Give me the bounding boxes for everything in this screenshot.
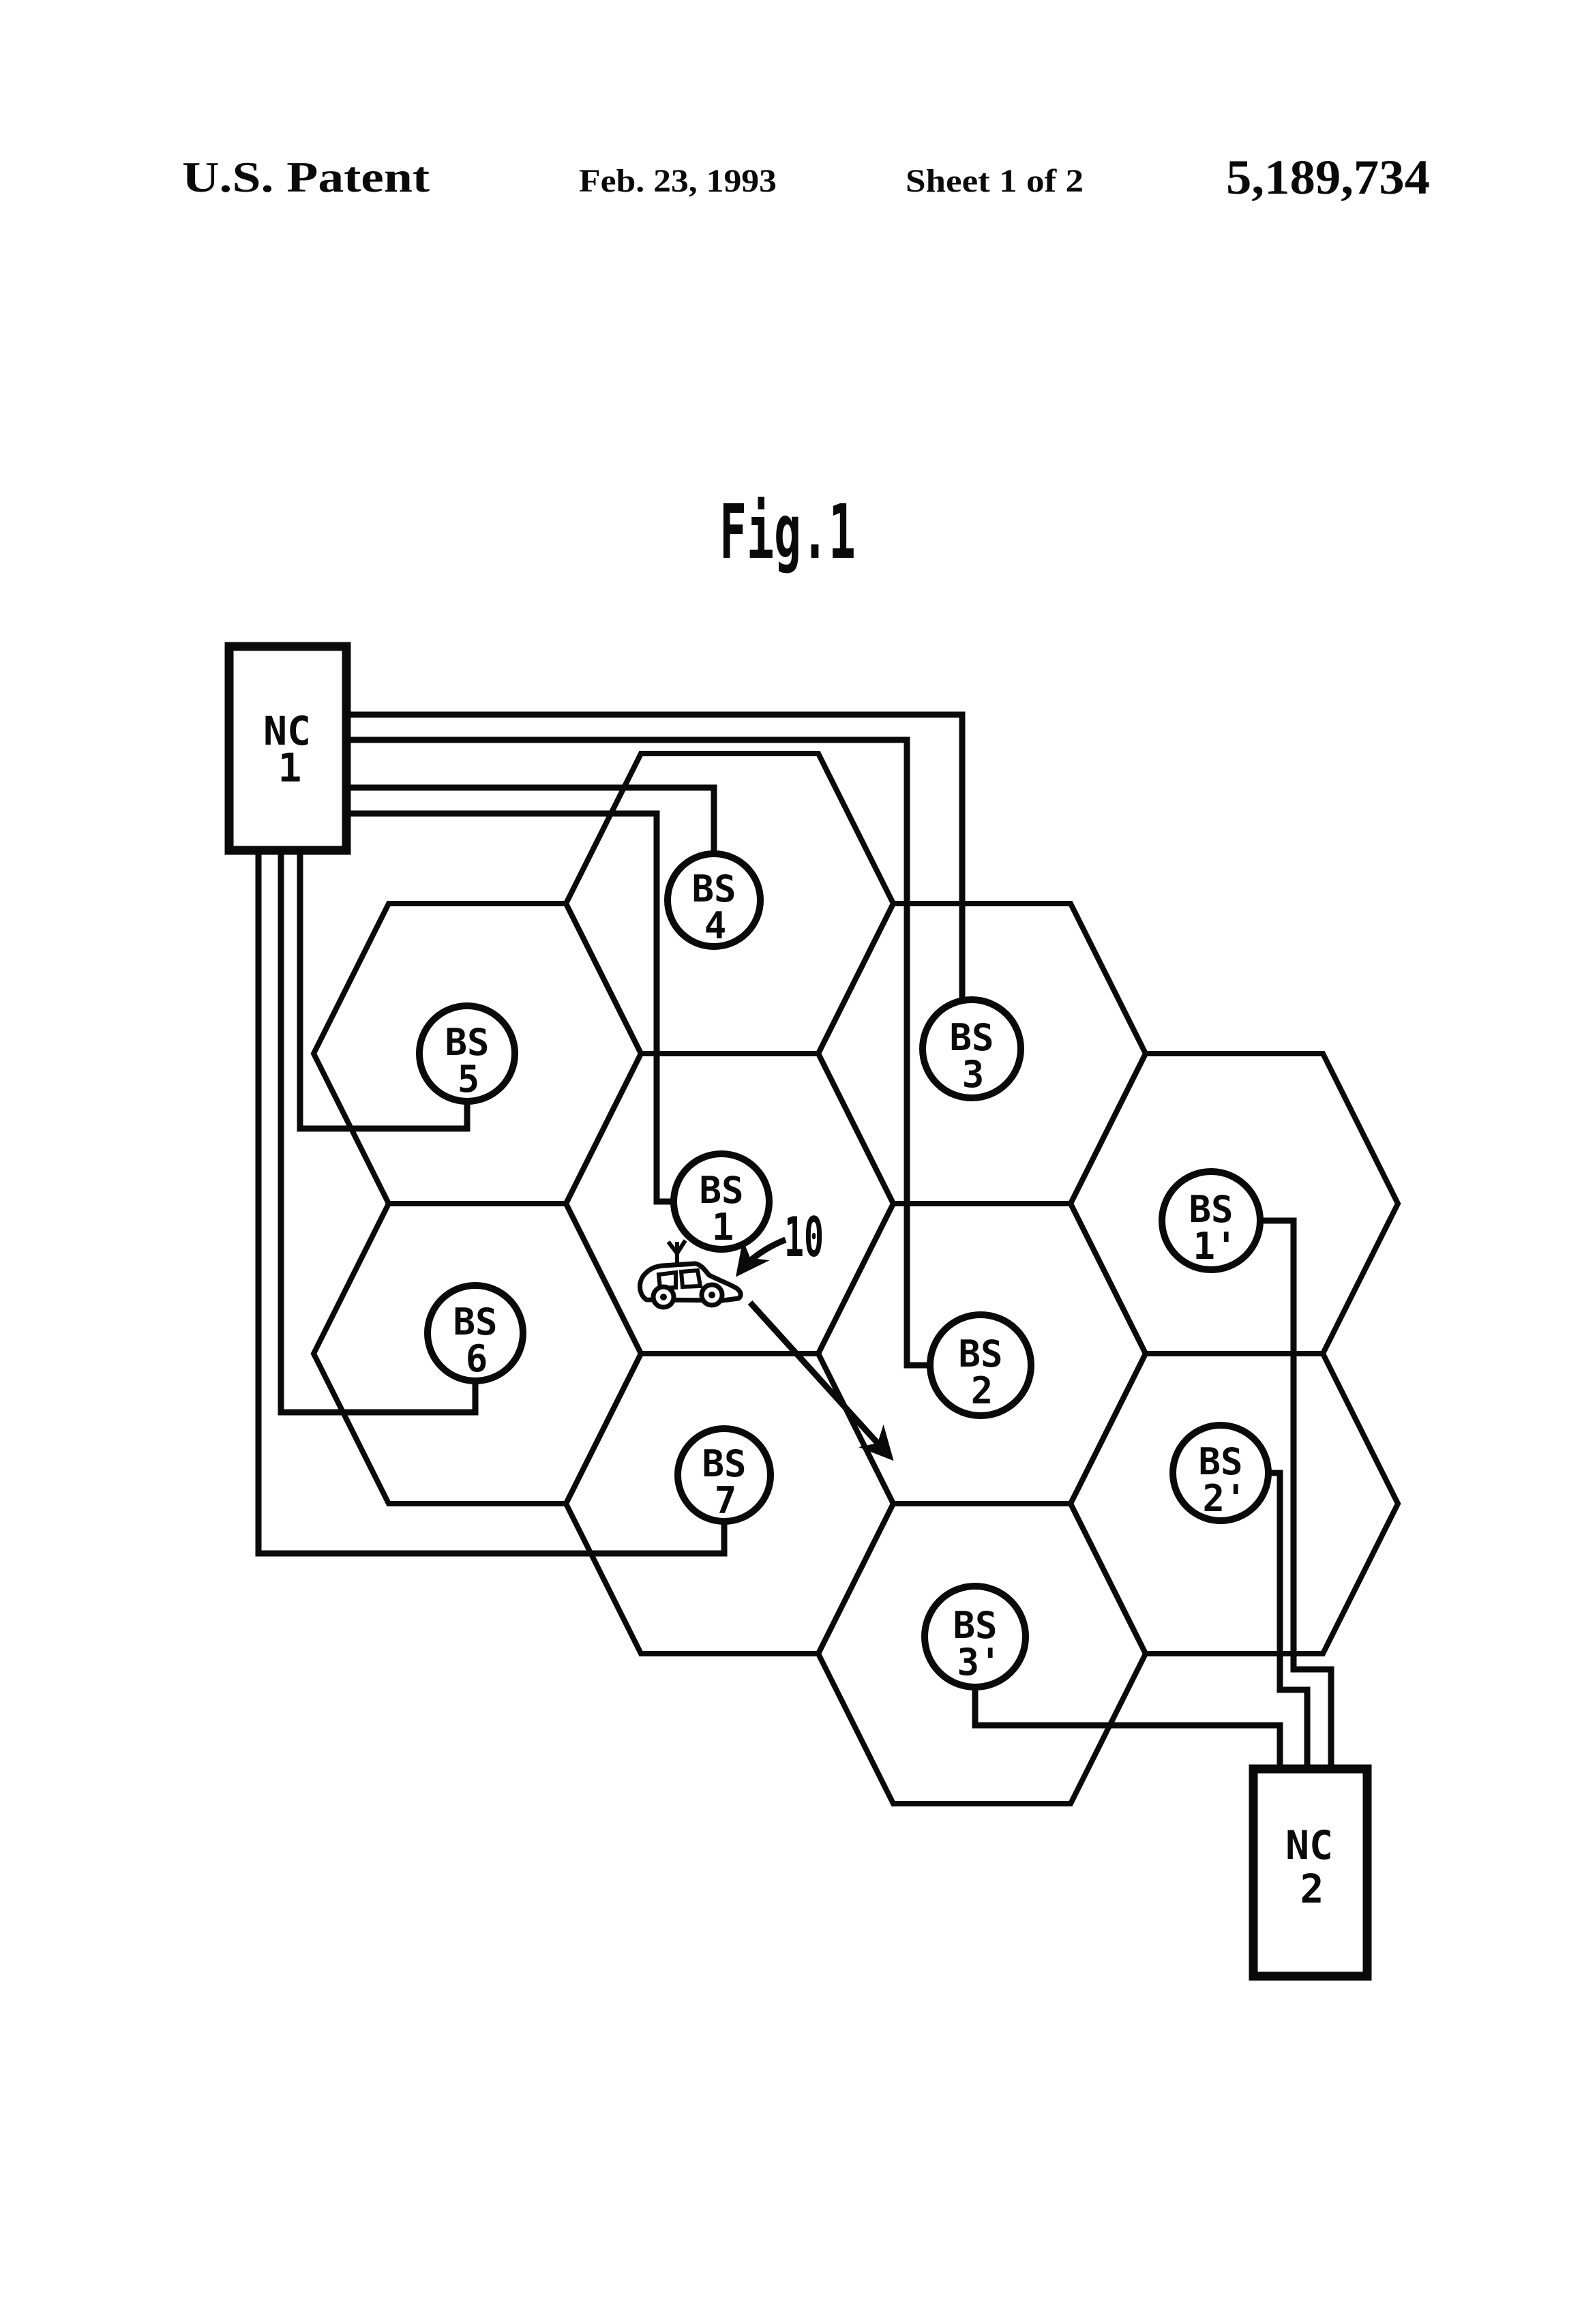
base-station-bs4: BS 4 [664, 850, 764, 950]
base-station-bs1-prime: BS 1' [1159, 1168, 1264, 1273]
figure-caption: Fig.1 [719, 488, 856, 576]
bs2-prime-number: 2' [1202, 1477, 1247, 1520]
mobile-station-annotation: 10 [735, 1206, 824, 1277]
base-station-bs5: BS 5 [416, 1002, 518, 1105]
car-wheel-front-hub [708, 1292, 715, 1298]
base-station-bs6: BS 6 [424, 1282, 526, 1384]
bs7-name: BS [702, 1442, 746, 1485]
nc2-name: NC [1285, 1822, 1333, 1868]
nc1-number: 1 [278, 745, 302, 791]
patent-title: U.S. Patent [182, 153, 430, 201]
sheet-label: Sheet 1 of 2 [906, 163, 1084, 199]
patent-date: Feb. 23, 1993 [579, 163, 777, 199]
car-wheel-rear-hub [660, 1294, 667, 1300]
bs1-number: 1 [712, 1206, 734, 1249]
bs4-number: 4 [704, 904, 727, 947]
line-nc2-bs2-prime [1268, 1470, 1311, 1773]
base-station-bs3-prime: BS 3' [921, 1583, 1029, 1690]
car-window-front [678, 1268, 703, 1290]
handover-direction-arrow [747, 1300, 894, 1461]
base-station-bs2: BS 2 [927, 1311, 1034, 1419]
bs3-prime-circle [921, 1583, 1029, 1690]
bs3-prime-number: 3' [957, 1641, 1001, 1684]
patent-number: 5,189,734 [1226, 150, 1430, 205]
nc2-box [1249, 1764, 1372, 1981]
bs3-prime-name: BS [953, 1604, 997, 1647]
network-controller-nc1: NC 1 [224, 642, 351, 855]
bs1-prime-name: BS [1189, 1188, 1233, 1231]
car-window-rear [656, 1270, 678, 1291]
nc1-box [224, 642, 351, 855]
bs2-prime-circle [1169, 1422, 1272, 1524]
bs3-circle [919, 996, 1024, 1101]
line-nc2-bs1-prime [1260, 1217, 1334, 1773]
hex-cell-bs2-prime [1067, 1351, 1401, 1656]
bs2-prime-name: BS [1198, 1440, 1242, 1483]
bs1-prime-circle [1159, 1168, 1264, 1273]
nc1-name: NC [263, 708, 311, 754]
line-nc2-bs3-prime [972, 1687, 1283, 1773]
bs1-name: BS [699, 1169, 743, 1212]
bs4-name: BS [691, 867, 736, 910]
bs2-number: 2 [971, 1369, 994, 1412]
line-nc1-bs4 [346, 784, 717, 854]
nc2-trunk-lines [972, 1217, 1334, 1773]
bs5-circle [416, 1002, 518, 1105]
bs1-prime-number: 1' [1193, 1225, 1237, 1268]
bs3-name: BS [949, 1016, 994, 1059]
nc2-number: 2 [1300, 1866, 1324, 1912]
page-header: U.S. Patent Feb. 23, 1993 Sheet 1 of 2 5… [182, 150, 1430, 205]
bs7-circle [674, 1425, 774, 1525]
car-antenna-icon [666, 1239, 687, 1266]
bs6-number: 6 [466, 1337, 488, 1380]
nc1-trunk-lines [255, 711, 966, 1557]
leader-arrow-10 [735, 1236, 787, 1277]
base-station-bs3: BS 3 [919, 996, 1024, 1101]
bs1-circle [670, 1150, 773, 1253]
bs6-name: BS [453, 1300, 497, 1343]
hexagon-cell-grid [310, 751, 1401, 1806]
base-station-bs2-prime: BS 2' [1169, 1422, 1272, 1524]
bs5-number: 5 [458, 1058, 480, 1101]
bs6-circle [424, 1282, 526, 1384]
reference-label-10: 10 [784, 1206, 824, 1269]
line-nc1-bs3 [346, 711, 966, 1000]
line-nc1-bs5 [297, 850, 471, 1132]
line-nc1-bs1 [346, 810, 674, 1205]
mobile-station-car-icon [638, 1239, 743, 1310]
bs4-circle [664, 850, 764, 950]
line-nc1-bs2 [346, 736, 930, 1369]
line-nc1-bs6 [278, 850, 479, 1416]
bs2-circle [927, 1311, 1034, 1419]
bs5-name: BS [445, 1021, 489, 1064]
line-nc1-bs7 [255, 850, 728, 1557]
bs3-number: 3 [962, 1053, 985, 1096]
base-station-bs1: BS 1 [670, 1150, 773, 1253]
bs2-name: BS [958, 1332, 1002, 1375]
network-controller-nc2: NC 2 [1249, 1764, 1372, 1981]
base-station-bs7: BS 7 [674, 1425, 774, 1525]
bs7-number: 7 [715, 1479, 737, 1522]
